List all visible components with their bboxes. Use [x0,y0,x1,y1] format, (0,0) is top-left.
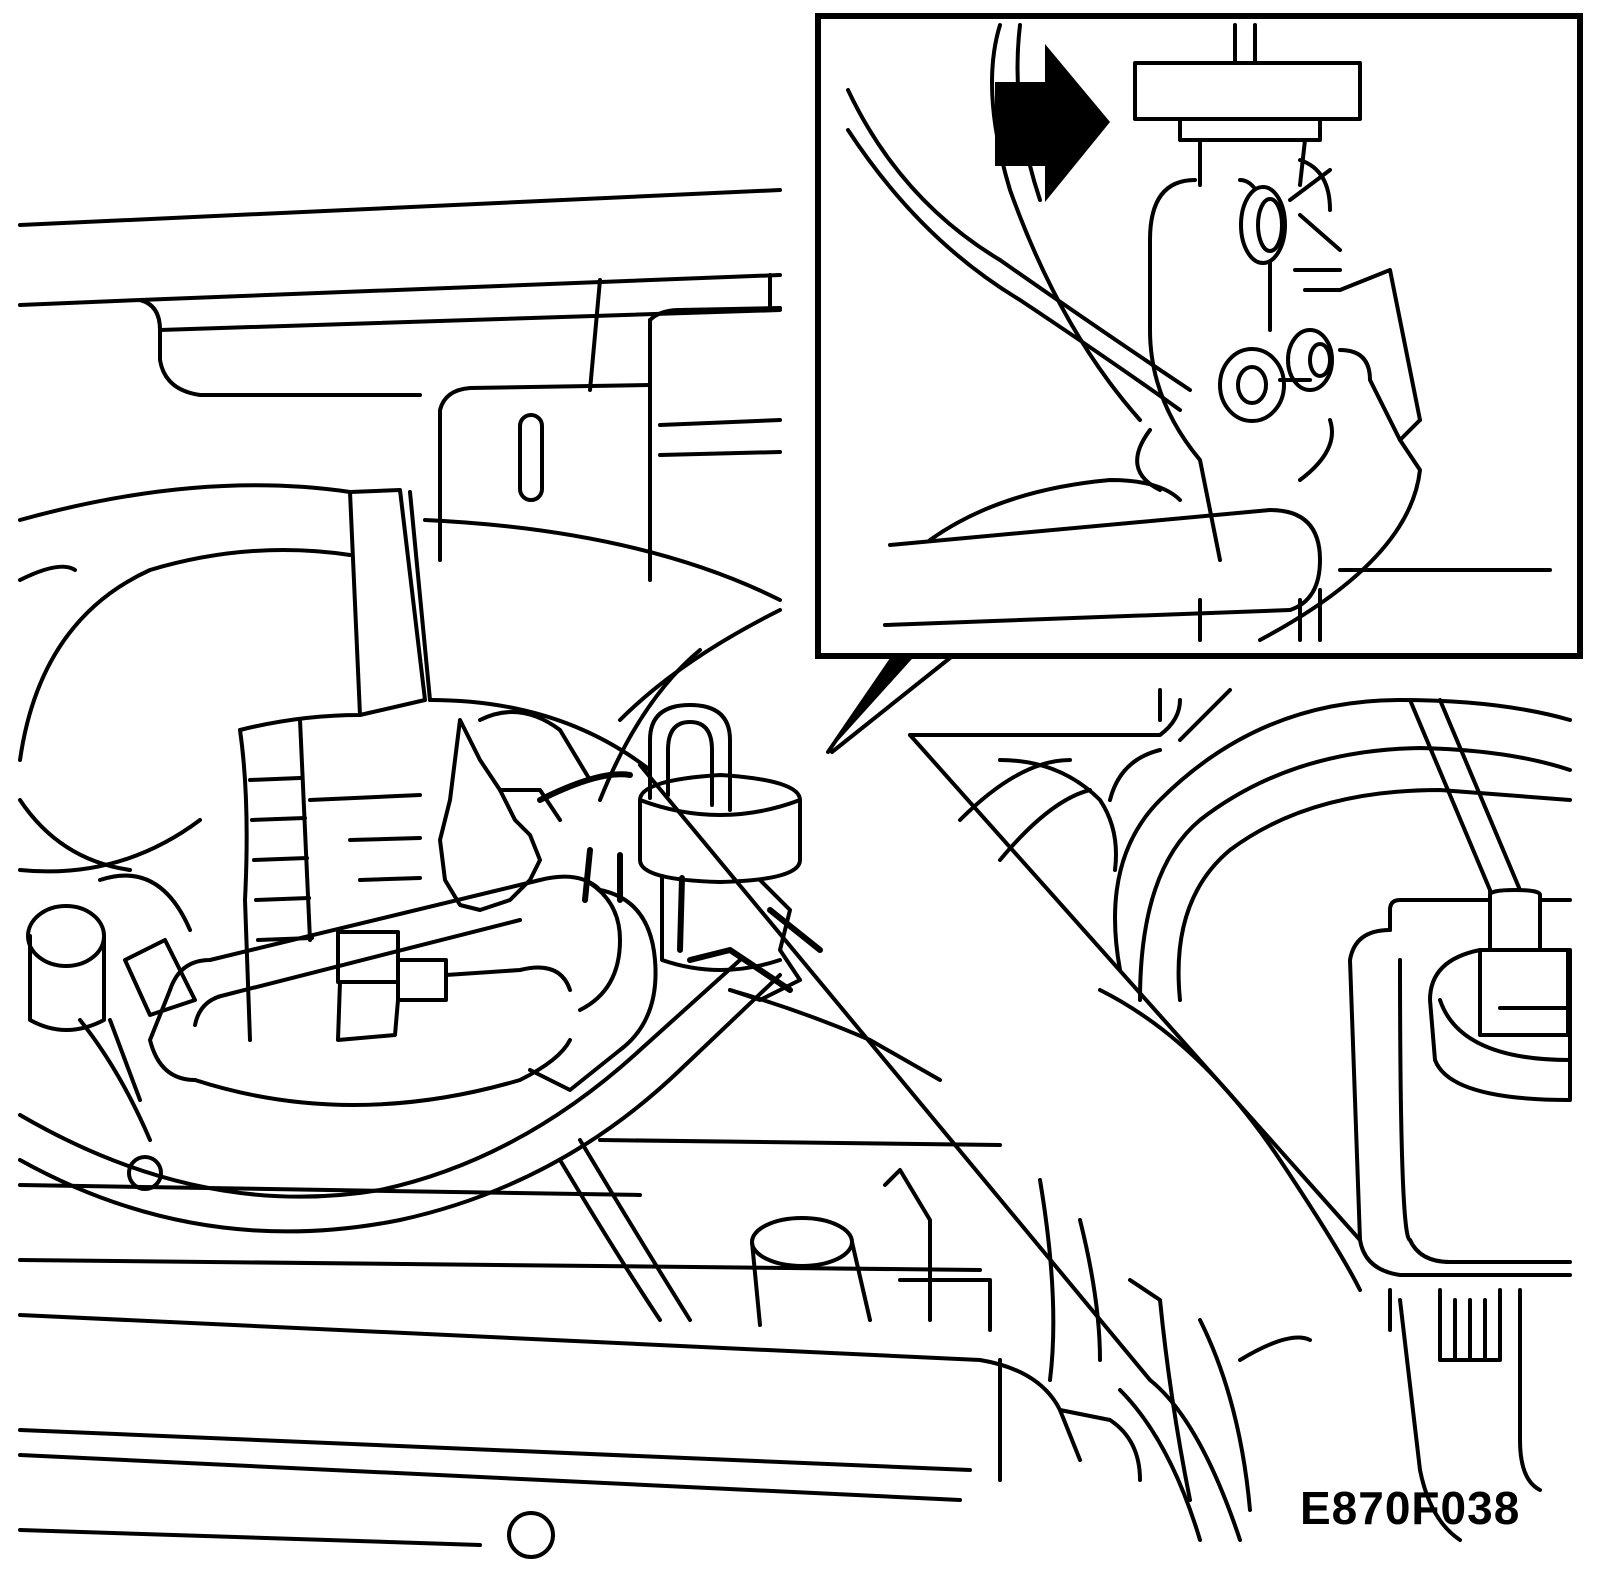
callout-pointer-outline [826,648,962,754]
vacuum-canister [598,608,823,993]
strut-brace [638,688,1362,1382]
cowl-panel [18,188,782,582]
brake-booster [958,698,1572,1292]
cutaway-edge [438,710,942,1082]
callout-pointer [828,650,920,752]
wiring-connector [336,930,572,1042]
alternator [18,718,422,1042]
arrow-right-icon [995,44,1110,202]
left-reservoir [26,904,163,1191]
detail-inset [815,13,1583,659]
filler-neck [750,1168,1312,1542]
brake-fluid-reservoir [1348,698,1572,1542]
lower-crossmember [18,1138,1142,1559]
intake-hose [18,483,782,872]
figure-code-label: E870F038 [1300,1482,1521,1534]
